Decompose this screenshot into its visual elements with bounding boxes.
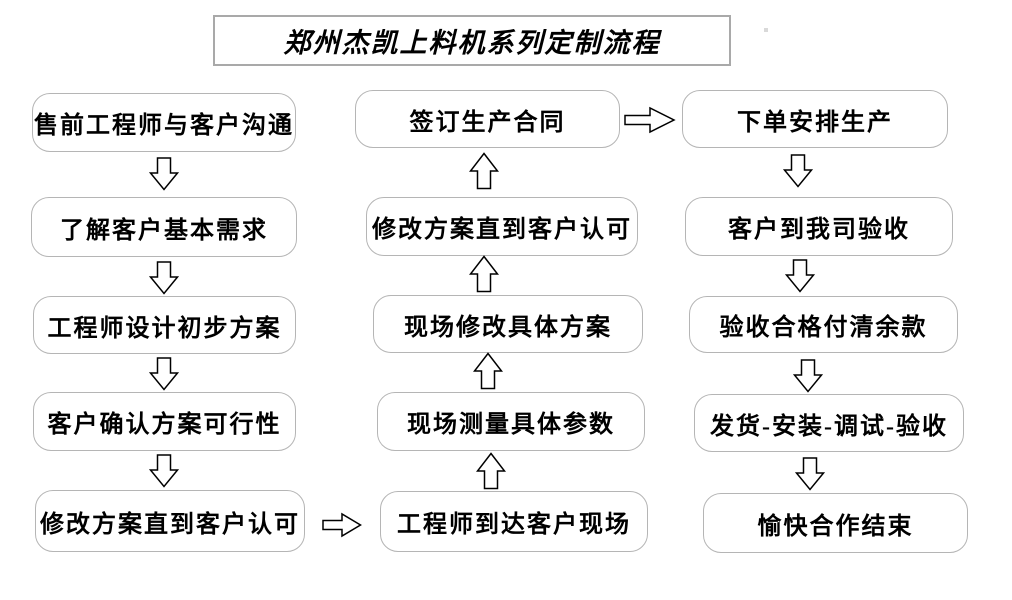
step-revise-until-approved: 修改方案直到客户认可 <box>35 490 305 552</box>
step-place-order: 下单安排生产 <box>682 90 948 148</box>
step-label: 客户到我司验收 <box>728 217 910 243</box>
stray-dot <box>764 28 768 32</box>
arrow-down-icon <box>793 359 823 393</box>
arrow-down-icon <box>795 457 825 491</box>
step-label: 了解客户基本需求 <box>60 217 268 244</box>
arrow-up-icon <box>469 255 499 293</box>
step-revise-until-approved-onsite: 修改方案直到客户认可 <box>366 197 638 256</box>
arrow-up-icon <box>476 452 506 490</box>
arrow-down-icon <box>149 261 179 295</box>
step-label: 现场测量具体参数 <box>407 412 615 438</box>
step-customer-acceptance: 客户到我司验收 <box>685 197 953 256</box>
arrow-down-icon <box>149 157 179 191</box>
arrow-down-icon <box>149 357 179 391</box>
step-label: 修改方案直到客户认可 <box>40 511 300 538</box>
step-presales-communication: 售前工程师与客户沟通 <box>32 93 296 152</box>
page-title-text: 郑州杰凯上料机系列定制流程 <box>283 28 661 58</box>
arrow-up-icon <box>473 352 503 390</box>
step-label: 愉快合作结束 <box>757 513 914 540</box>
arrow-down-icon <box>785 259 815 293</box>
step-engineer-arrives: 工程师到达客户现场 <box>380 491 648 552</box>
arrow-down-icon <box>783 154 813 188</box>
arrow-right-icon <box>624 106 676 134</box>
step-pay-balance: 验收合格付清余款 <box>689 296 958 353</box>
step-sign-contract: 签订生产合同 <box>355 90 620 148</box>
arrow-up-icon <box>469 152 499 190</box>
step-label: 售前工程师与客户沟通 <box>34 113 294 139</box>
step-label: 工程师设计初步方案 <box>47 315 282 342</box>
step-label: 发货-安装-调试-验收 <box>710 413 948 440</box>
step-measure-parameters: 现场测量具体参数 <box>377 392 645 451</box>
arrow-down-icon <box>149 454 179 488</box>
step-label: 工程师到达客户现场 <box>397 512 631 538</box>
step-delivery-install-debug-accept: 发货-安装-调试-验收 <box>694 394 964 452</box>
arrow-right-icon <box>322 512 362 538</box>
step-modify-onsite-plan: 现场修改具体方案 <box>373 295 643 353</box>
step-label: 验收合格付清余款 <box>719 315 928 341</box>
page-title: 郑州杰凯上料机系列定制流程 <box>213 15 731 66</box>
step-label: 签订生产合同 <box>409 109 566 136</box>
step-label: 客户确认方案可行性 <box>47 412 282 438</box>
step-label: 修改方案直到客户认可 <box>372 217 632 243</box>
step-cooperation-end: 愉快合作结束 <box>703 493 968 553</box>
step-initial-design: 工程师设计初步方案 <box>33 296 296 354</box>
step-label: 下单安排生产 <box>737 109 893 136</box>
step-confirm-feasibility: 客户确认方案可行性 <box>33 392 296 451</box>
step-label: 现场修改具体方案 <box>404 314 612 341</box>
step-understand-needs: 了解客户基本需求 <box>31 197 297 257</box>
